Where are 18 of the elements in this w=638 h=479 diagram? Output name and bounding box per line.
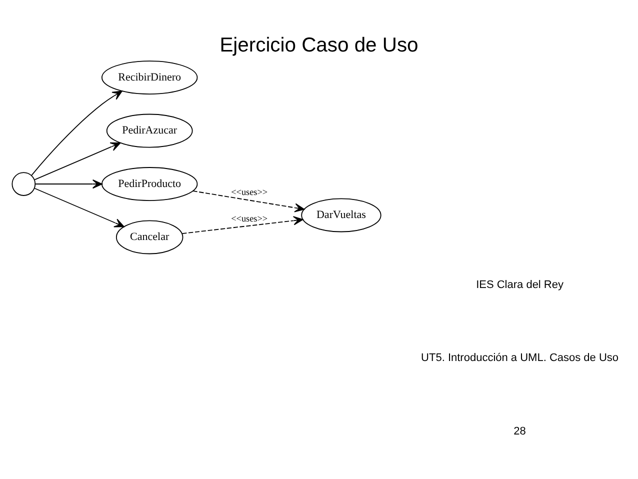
node-ellipse: Cancelar [116, 220, 184, 254]
edge-label: <<uses>> [231, 213, 268, 224]
label: IES Clara del Rey [476, 278, 564, 290]
arrow [34, 142, 121, 180]
arrow [34, 178, 102, 188]
node-ellipse: DarVueltas [301, 198, 382, 232]
label: 28 [514, 425, 526, 438]
arrow [31, 90, 122, 176]
label: UT5. Introducción a UML. Casos de Uso [421, 352, 619, 364]
arrow [192, 190, 305, 212]
node-ellipse: PedirProducto [101, 166, 198, 200]
node-person [12, 172, 36, 196]
node-ellipse: PedirAzucar [106, 113, 193, 148]
arrow [34, 187, 124, 227]
diagram-title: Ejercicio Caso de Uso [220, 34, 418, 56]
node-ellipse: RecibirDinero [101, 60, 198, 94]
arrow [182, 216, 304, 234]
edge-label: <<uses>> [231, 186, 268, 197]
